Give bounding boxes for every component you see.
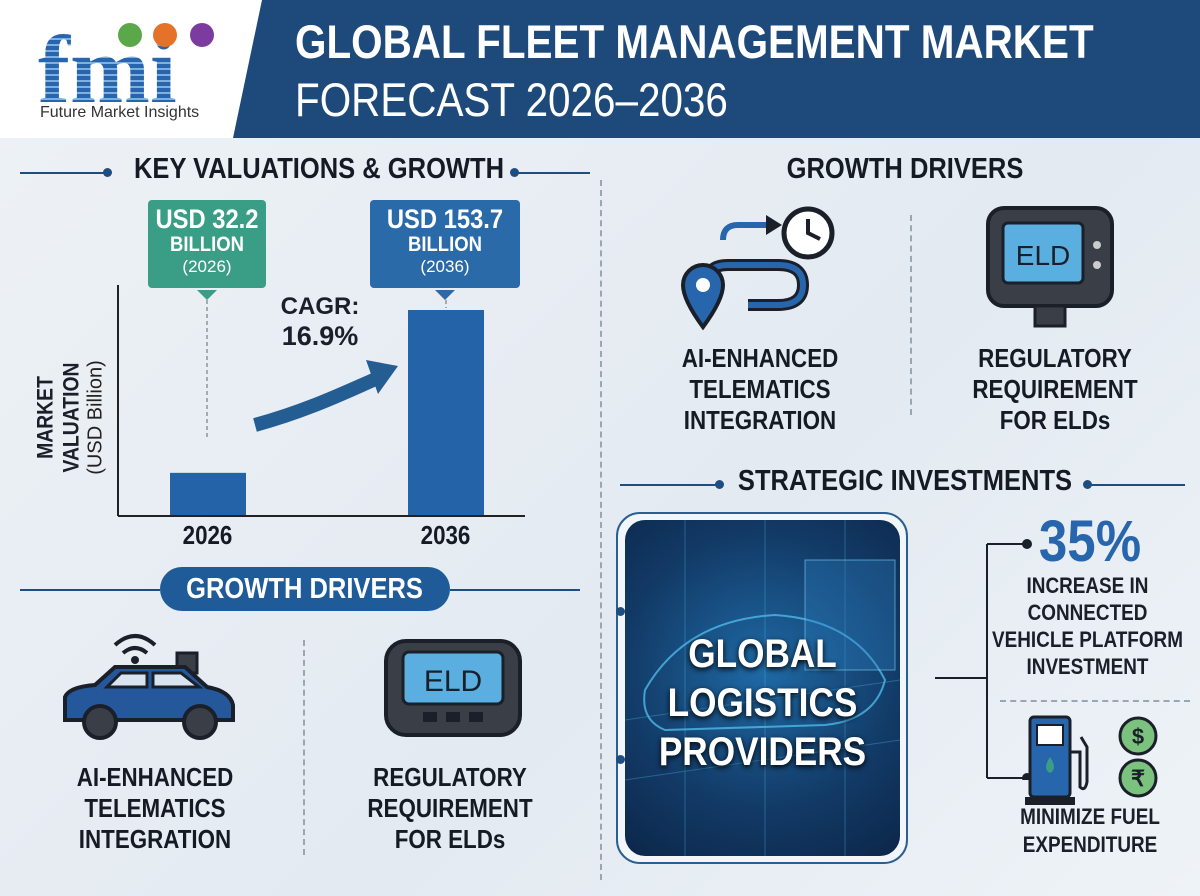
page-title: GLOBAL FLEET MANAGEMENT MARKET — [295, 15, 1094, 68]
strategic-heading: STRATEGIC INVESTMENTS — [737, 465, 1073, 497]
key-valuations-heading: KEY VALUATIONS & GROWTH — [134, 153, 505, 185]
heading-dot — [510, 168, 519, 177]
cagr-value: 16.9% — [281, 321, 359, 351]
svg-text:₹: ₹ — [1131, 766, 1145, 791]
heading-dot — [1083, 480, 1092, 489]
card-line: GLOBAL — [688, 632, 837, 676]
eld-device-icon: ELD — [384, 639, 522, 737]
cagr-label: CAGR: — [280, 293, 360, 320]
cagr-block: CAGR: 16.9% — [270, 293, 370, 352]
wireframe-car-image — [625, 520, 900, 856]
eld-screen-text: ELD — [1016, 240, 1070, 271]
callout-value: USD 153.7 — [386, 204, 504, 234]
x-tick-2036: 2036 — [420, 520, 471, 550]
callout-year: (2036) — [420, 257, 470, 276]
stat-value: 35% — [1038, 509, 1142, 574]
route-clock-icon — [680, 206, 835, 331]
card-dot — [616, 755, 625, 764]
callout-value: USD 32.2 — [155, 204, 259, 234]
growth-drivers-heading: GROWTH DRIVERS — [186, 573, 424, 605]
heading-rule — [20, 172, 108, 174]
logistics-card: GLOBAL LOGISTICS PROVIDERS — [625, 520, 900, 856]
svg-text:$: $ — [1132, 724, 1144, 749]
header-banner — [233, 0, 1200, 138]
growth-drivers-heading-right: GROWTH DRIVERS — [786, 153, 1024, 185]
bar-2036 — [408, 310, 484, 516]
heading-rule — [20, 589, 160, 591]
bar-2026 — [170, 472, 246, 516]
heading-dot — [103, 168, 112, 177]
card-line: LOGISTICS — [667, 681, 858, 725]
heading-rule — [620, 484, 720, 486]
heading-rule — [1090, 484, 1185, 486]
valuation-chart — [117, 285, 525, 517]
stat-divider — [1000, 700, 1190, 702]
callout-unit: BILLION — [170, 233, 244, 256]
heading-dot — [715, 480, 724, 489]
page-subtitle: FORECAST 2026–2036 — [295, 73, 728, 126]
growth-arrow — [253, 371, 381, 432]
callout-2036: USD 153.7 BILLION (2036) — [370, 200, 520, 300]
callout-year: (2026) — [182, 257, 232, 276]
growth-drivers-pill: GROWTH DRIVERS — [160, 567, 450, 611]
column-divider — [600, 180, 602, 880]
growth-arrowhead — [366, 360, 398, 394]
eld-device-icon: ELD — [986, 206, 1114, 328]
logo-name: Future Market Insights — [40, 104, 200, 121]
fmi-logo: fmi — [38, 16, 214, 105]
card-dot — [616, 607, 625, 616]
callout-2026: USD 32.2 BILLION (2026) — [148, 200, 266, 300]
heading-rule — [515, 172, 590, 174]
connected-car-icon — [63, 634, 235, 740]
card-line: PROVIDERS — [658, 730, 867, 774]
eld-screen-text: ELD — [424, 665, 482, 698]
svg-text:fmi: fmi — [38, 16, 177, 105]
heading-rule — [450, 589, 580, 591]
item-divider — [910, 215, 912, 415]
callout-unit: BILLION — [408, 233, 482, 256]
fuel-pump-money-icon: $ ₹ — [1025, 715, 1158, 805]
x-tick-2026: 2026 — [182, 520, 233, 550]
item-divider — [303, 640, 305, 855]
